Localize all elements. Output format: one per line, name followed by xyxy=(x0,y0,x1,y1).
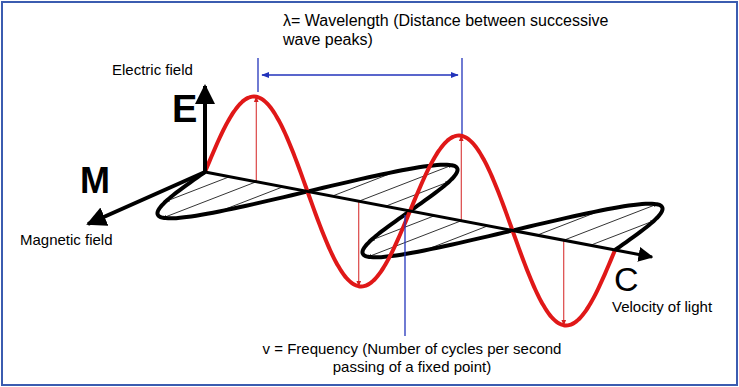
field-vector xyxy=(590,221,654,246)
axis-caption: Magnetic field xyxy=(20,231,113,249)
frequency-marker xyxy=(404,215,405,336)
axis-letter: M xyxy=(80,163,110,199)
axis-caption: Velocity of light xyxy=(612,298,712,316)
axis-letter: C xyxy=(614,262,639,296)
wavelength-label: λ= Wavelength (Distance between successi… xyxy=(283,12,613,50)
field-vector xyxy=(256,97,257,182)
field-vector xyxy=(461,136,462,221)
wavelength-arrow xyxy=(262,74,458,75)
wavelength-marker xyxy=(461,58,462,134)
wavelength-marker xyxy=(257,58,258,92)
field-vector xyxy=(166,177,230,202)
magnetic-wave xyxy=(157,165,662,258)
field-vector xyxy=(563,240,564,325)
electric-axis xyxy=(203,86,207,172)
field-vector xyxy=(358,201,359,286)
propagation-axis xyxy=(205,172,652,257)
axis-caption: Electric field xyxy=(112,61,193,79)
waves xyxy=(157,97,662,326)
axis-letter: E xyxy=(172,90,197,128)
frequency-label: v = Frequency (Number of cycles per seco… xyxy=(262,340,562,375)
